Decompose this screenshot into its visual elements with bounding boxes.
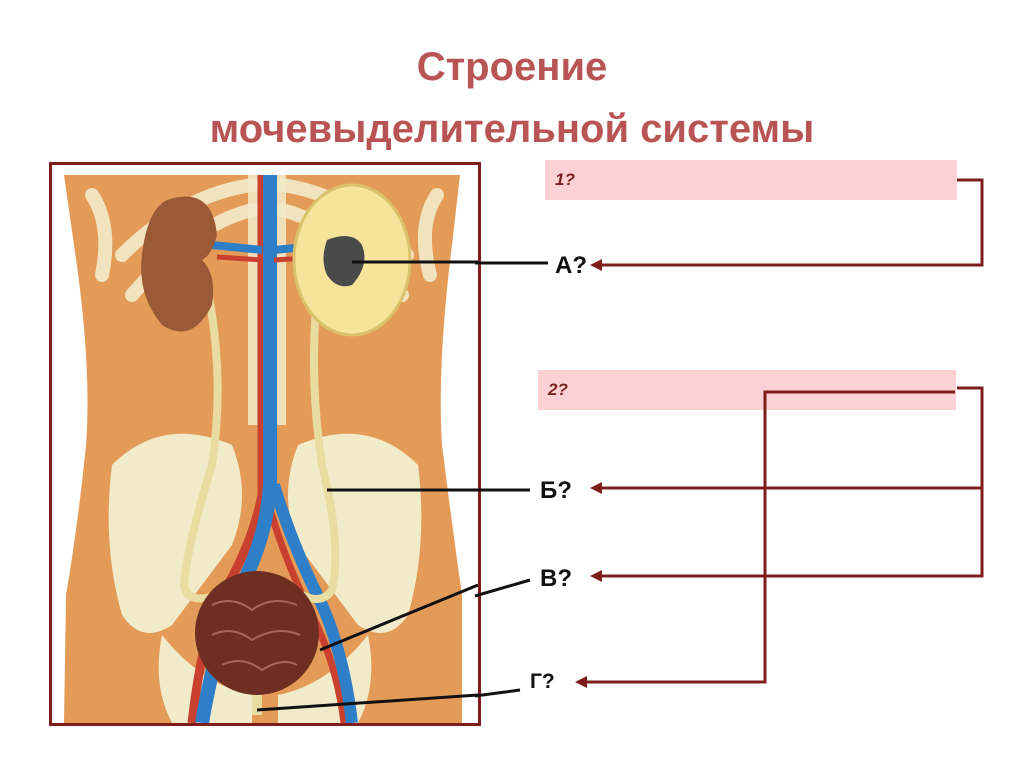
page-title-line-2: мочевыделительной системы bbox=[209, 107, 815, 151]
arrowhead-g bbox=[575, 676, 587, 688]
label-v: В? bbox=[540, 565, 572, 592]
left-kidney bbox=[141, 196, 217, 332]
answer-box-1[interactable]: 1? bbox=[545, 160, 957, 200]
leader-line-v bbox=[474, 578, 531, 598]
connector-box2-to-v bbox=[600, 488, 984, 578]
pointer-line-v bbox=[319, 583, 478, 652]
renal-vessels-left bbox=[211, 241, 263, 254]
arrowhead-b bbox=[590, 482, 602, 494]
ureter-left bbox=[179, 264, 222, 603]
anatomy-illustration-frame bbox=[49, 162, 481, 726]
vena-cava-right-branch bbox=[268, 483, 358, 723]
label-a: А? bbox=[555, 252, 587, 279]
renal-artery-left bbox=[216, 254, 263, 263]
connector-box2-to-g bbox=[585, 390, 955, 684]
answer-box-2[interactable]: 2? bbox=[538, 370, 956, 410]
page-title-line-1: Строение bbox=[416, 45, 608, 89]
leader-line-g bbox=[474, 688, 521, 698]
label-b: Б? bbox=[540, 477, 572, 504]
arrowhead-v bbox=[590, 570, 602, 582]
label-g: Г? bbox=[530, 670, 555, 693]
bladder-texture bbox=[211, 600, 301, 672]
renal-pelvis bbox=[323, 236, 365, 287]
arrowheads bbox=[575, 259, 602, 688]
bladder bbox=[195, 571, 319, 695]
urinary-system-illustration bbox=[64, 175, 478, 723]
arrowhead-a bbox=[590, 259, 602, 271]
leader-lines bbox=[474, 261, 548, 698]
connector-lines bbox=[585, 178, 984, 684]
ureter-right bbox=[300, 269, 340, 603]
pointer-line-g bbox=[256, 693, 478, 712]
